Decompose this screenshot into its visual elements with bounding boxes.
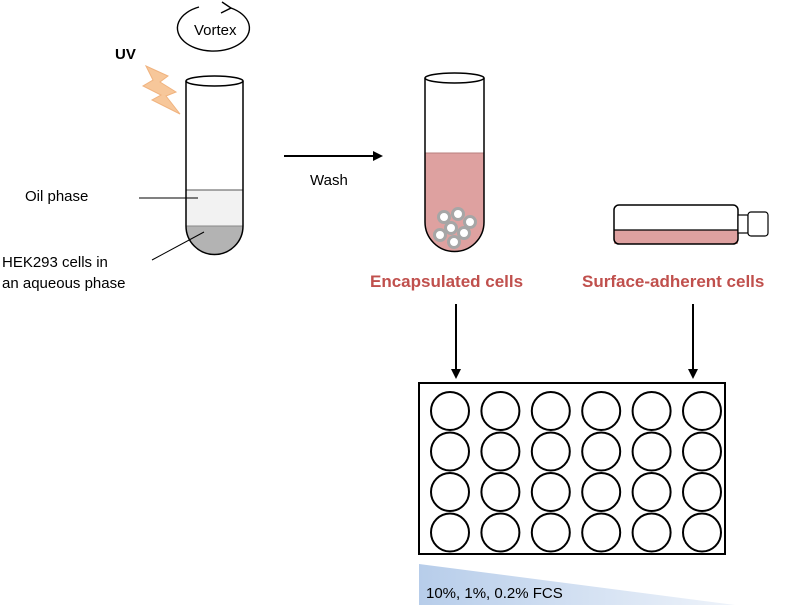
plate-well [430,431,470,472]
plate-well [430,472,470,512]
plate-well [581,391,622,431]
encapsulated-cells-label: Encapsulated cells [370,272,524,291]
plate-well [682,391,722,431]
encapsulated-cell-cluster [433,207,477,249]
plate-well [682,512,722,553]
plate-well [530,391,571,431]
plate-well [631,512,672,553]
plate-well [480,472,521,512]
vortex-rotation-icon [176,1,251,52]
fcs-gradient-label: 10%, 1%, 0.2% FCS [426,585,563,602]
reaction-tube [185,75,244,256]
uv-label: UV [115,46,136,63]
surface-adherent-cells-label: Surface-adherent cells [582,272,765,291]
culture-flask [613,204,769,245]
aqueous-phase-pointer [151,231,205,261]
aqueous-phase-label-line2: an aqueous phase [2,275,126,292]
oil-phase-label: Oil phase [25,188,89,205]
aqueous-phase-fill [186,226,243,255]
plate-well [530,431,571,472]
plate-well [631,391,672,431]
plate-well [480,431,521,472]
plate-well [682,472,722,512]
plate-well [480,512,521,553]
plate-well [581,512,622,553]
plate-well [631,431,672,472]
fcs-gradient-wedge [419,564,735,605]
plate-well [682,431,722,472]
plate-well [430,512,470,553]
wash-label: Wash [310,172,348,189]
encapsulation-tube [424,72,485,253]
flask-medium-fill [614,230,738,244]
well-plate [418,382,726,555]
plate-well [480,391,521,431]
plate-well [530,512,571,553]
vortex-label: Vortex [194,22,237,39]
plate-well [581,472,622,512]
uv-lightning-icon [141,64,181,115]
plate-wells [430,391,722,553]
aqueous-phase-label-line1: HEK293 cells in [2,254,108,271]
plate-well [631,472,672,512]
plate-well [430,391,470,431]
plate-well [581,431,622,472]
plate-well [530,472,571,512]
